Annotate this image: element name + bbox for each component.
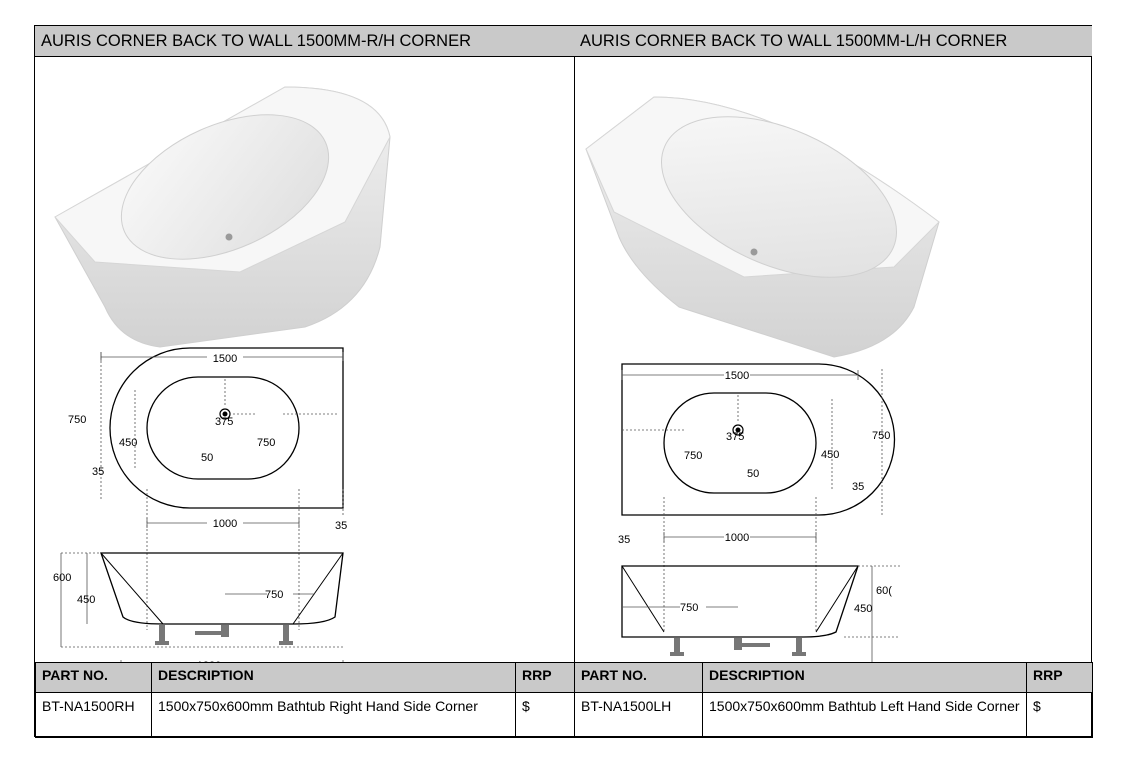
bathtub-render-lh [585,96,940,358]
product-image-rh: 1500 750 450 375 50 750 35 1000 35 [53,86,391,662]
elevation-dimensions-lh: 60( 450 750 1380 [680,585,892,615]
side-elevation-lh [621,565,859,638]
elevation-dimensions-rh: 600 450 750 1380 [53,572,283,662]
product-title-lh: AURIS CORNER BACK TO WALL 1500MM-L/H COR… [574,26,1092,57]
plan-view-rh [109,347,344,509]
product-sheet: AURIS CORNER BACK TO WALL 1500MM-R/H COR… [34,25,1093,738]
plan-view-lh [621,363,896,516]
header-rrp: RRP [1026,662,1093,693]
svg-text:50: 50 [201,452,213,464]
plan-dimensions-lh: 1500 750 450 375 50 750 35 1000 35 [618,370,890,546]
svg-text:750: 750 [265,589,283,601]
svg-text:600: 600 [53,572,71,584]
rrp-lh: $ [1026,692,1093,738]
table-row: BT-NA1500RH 1500x750x600mm Bathtub Right… [35,692,1093,738]
svg-text:750: 750 [684,450,702,462]
svg-text:450: 450 [854,603,872,615]
svg-text:60(: 60( [876,585,892,597]
header-description: DESCRIPTION [702,662,1027,693]
product-image-lh: 1500 750 450 375 50 750 35 1000 35 [585,96,940,662]
svg-text:1500: 1500 [725,370,749,382]
header-rrp: RRP [515,662,575,693]
svg-text:750: 750 [680,602,698,614]
header-part-no: PART NO. [35,662,152,693]
svg-text:1380: 1380 [197,660,221,662]
product-title-rh: AURIS CORNER BACK TO WALL 1500MM-R/H COR… [35,26,574,57]
product-panel-rh: AURIS CORNER BACK TO WALL 1500MM-R/H COR… [35,26,575,662]
svg-text:35: 35 [618,534,630,546]
part-no-rh: BT-NA1500RH [35,692,152,738]
svg-text:750: 750 [257,437,275,449]
svg-text:750: 750 [872,430,890,442]
header-part-no: PART NO. [574,662,703,693]
svg-text:1500: 1500 [213,353,237,365]
side-elevation-rh [100,552,344,625]
svg-text:450: 450 [119,437,137,449]
description-lh: 1500x750x600mm Bathtub Left Hand Side Co… [702,692,1027,738]
svg-text:750: 750 [68,414,86,426]
svg-text:1000: 1000 [725,532,749,544]
svg-text:375: 375 [215,416,233,428]
svg-text:35: 35 [335,520,347,532]
table-header-row: PART NO. DESCRIPTION RRP PART NO. DESCRI… [35,662,1093,693]
svg-text:1000: 1000 [213,518,237,530]
product-panel-lh: AURIS CORNER BACK TO WALL 1500MM-L/H COR… [574,26,1092,662]
bathtub-render-rh [54,86,391,348]
header-description: DESCRIPTION [151,662,516,693]
part-no-lh: BT-NA1500LH [574,692,703,738]
description-rh: 1500x750x600mm Bathtub Right Hand Side C… [151,692,516,738]
svg-text:450: 450 [77,594,95,606]
svg-text:35: 35 [92,466,104,478]
plan-dimensions-rh: 1500 750 450 375 50 750 35 1000 35 [68,353,347,532]
parts-table: PART NO. DESCRIPTION RRP PART NO. DESCRI… [35,662,1093,738]
svg-text:50: 50 [747,468,759,480]
svg-text:450: 450 [821,449,839,461]
rrp-rh: $ [515,692,575,738]
svg-text:375: 375 [726,431,744,443]
svg-text:35: 35 [852,481,864,493]
